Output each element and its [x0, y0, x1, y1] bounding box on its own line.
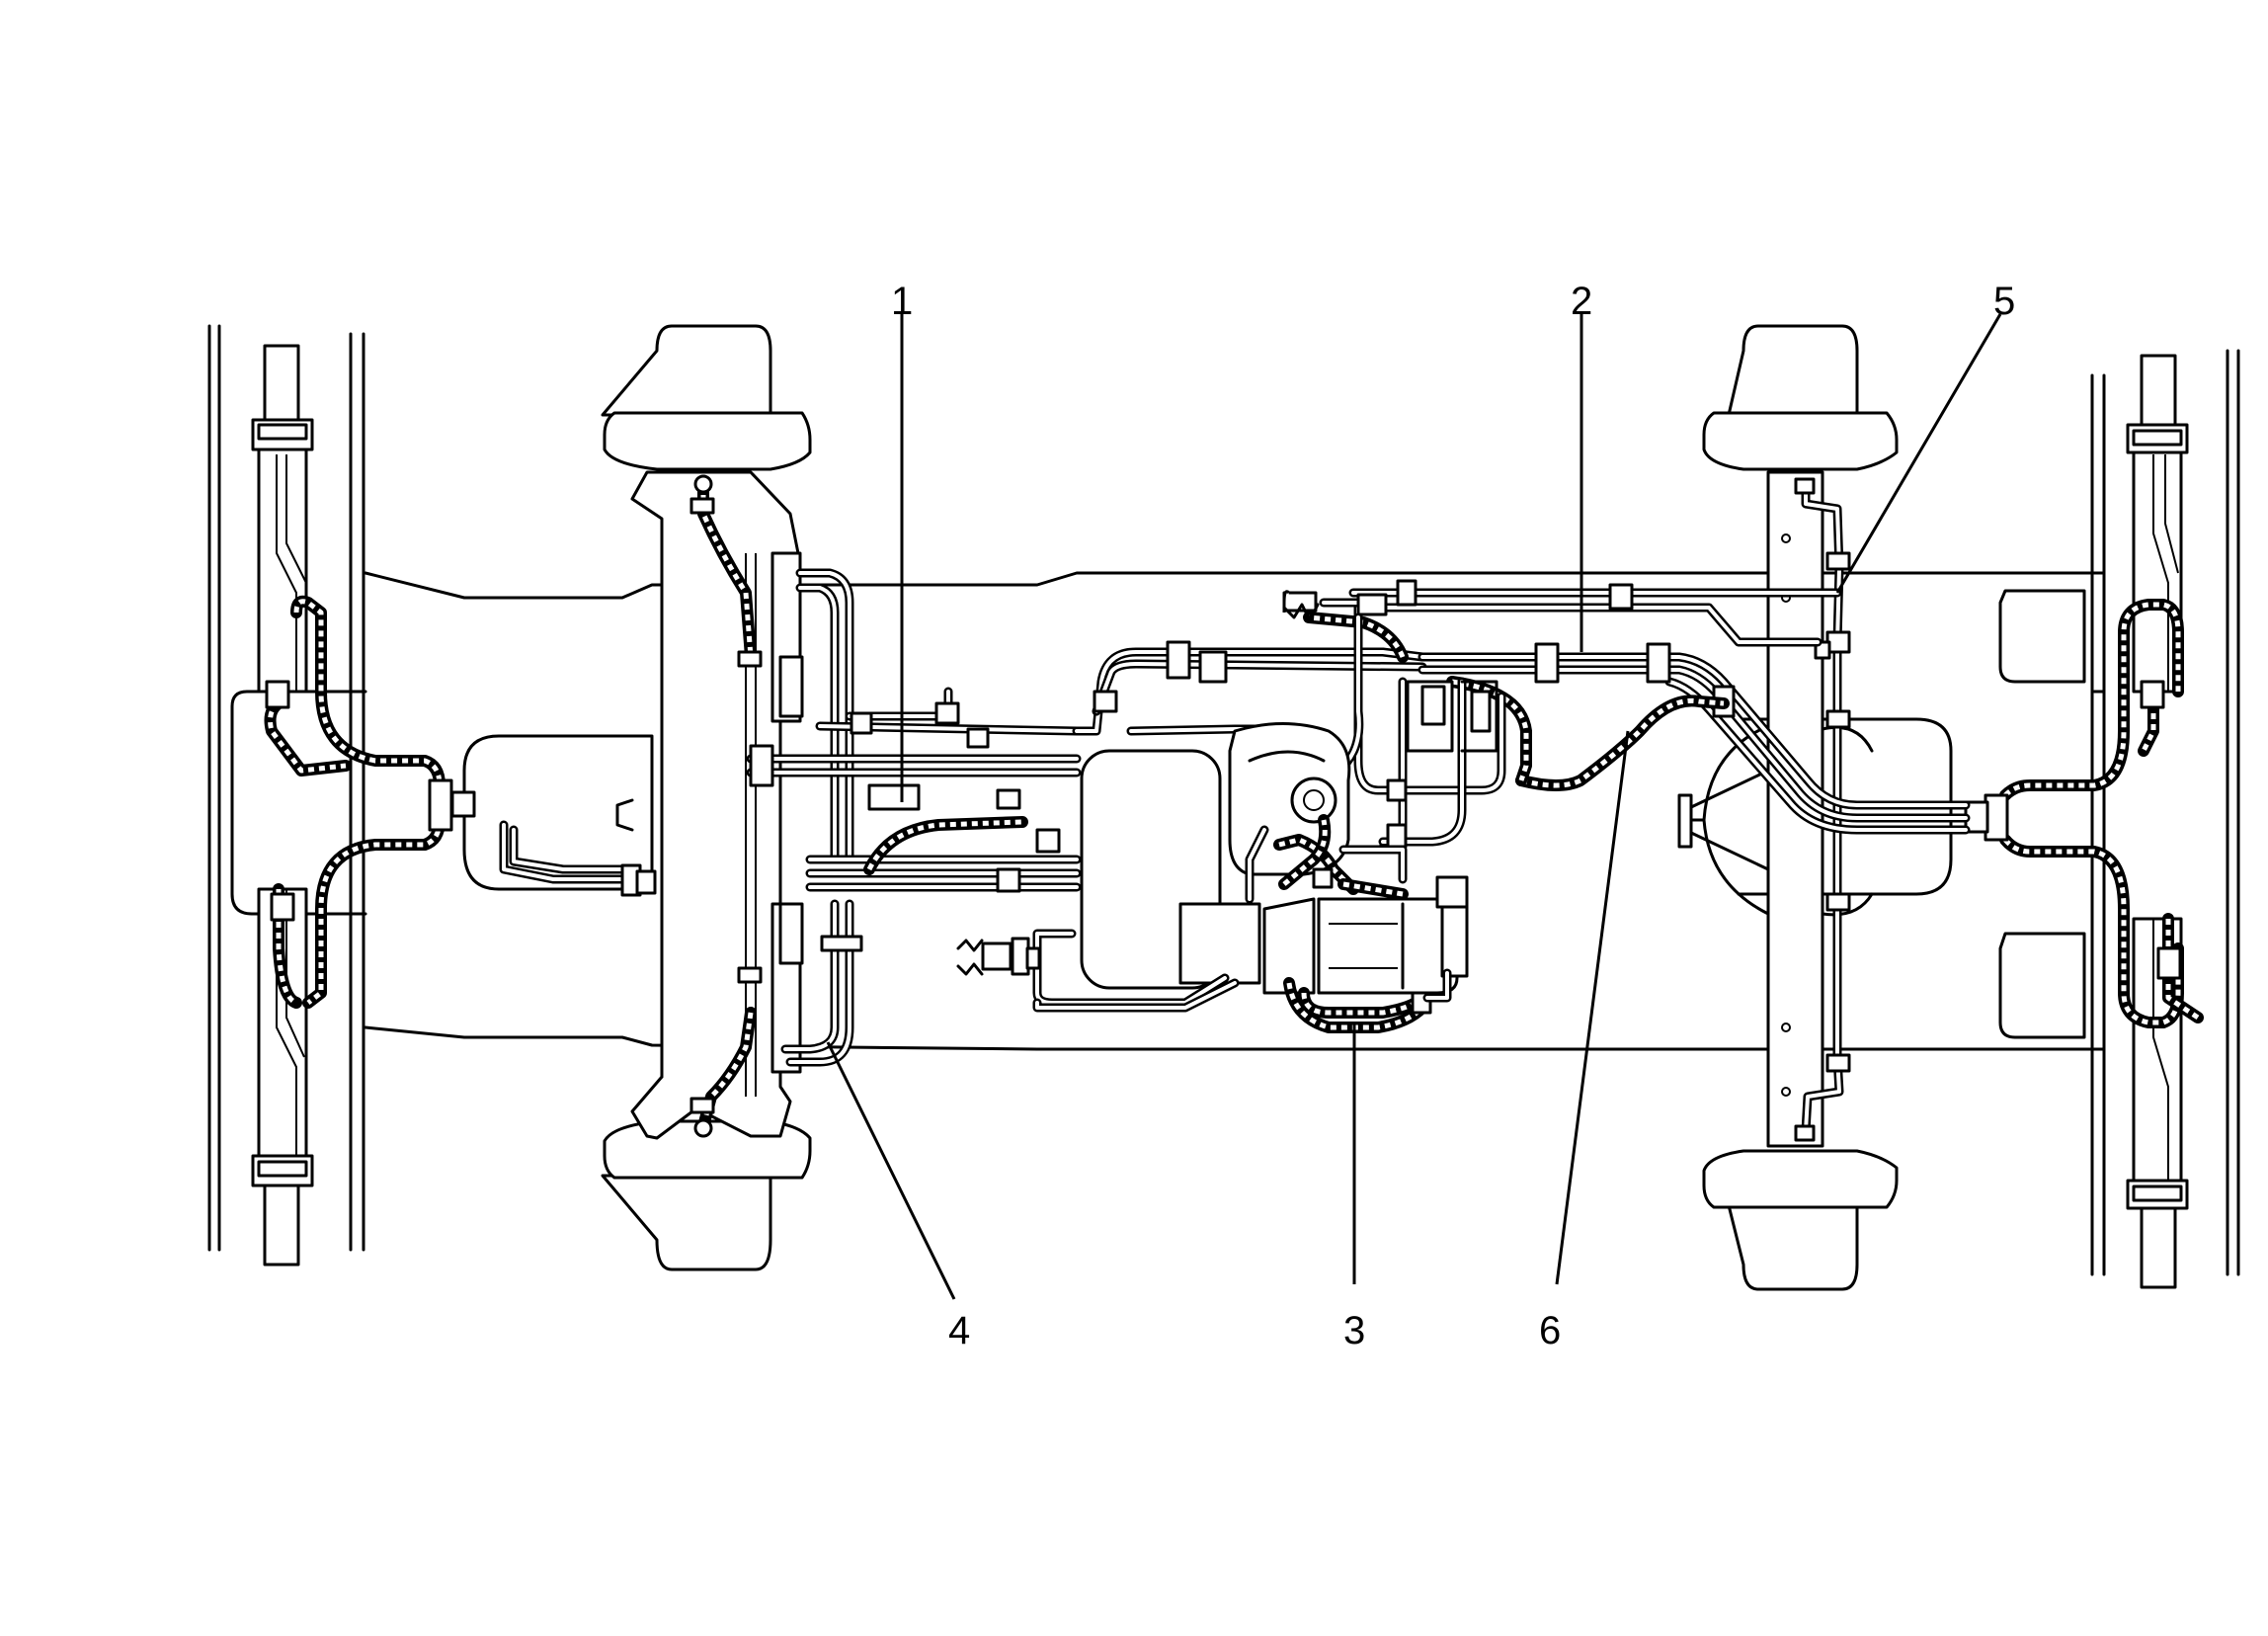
- leader-6: [1555, 730, 1630, 1285]
- leader-4: [826, 1041, 956, 1300]
- callout-4: 4: [948, 1309, 970, 1352]
- callout-2: 2: [1571, 280, 1592, 323]
- callout-6: 6: [1539, 1309, 1561, 1352]
- right-wheel-assembly: [1964, 349, 2240, 1289]
- front-axle: [601, 324, 812, 1271]
- callouts: 1 2 3 4 5 6: [826, 280, 2015, 1352]
- brake-modulator-assembly: [956, 722, 1469, 1033]
- leader-5: [1835, 313, 2002, 594]
- left-wheel-assembly: [207, 324, 476, 1267]
- callout-3: 3: [1343, 1309, 1365, 1352]
- callout-5: 5: [1993, 280, 2015, 323]
- callout-1: 1: [891, 280, 913, 323]
